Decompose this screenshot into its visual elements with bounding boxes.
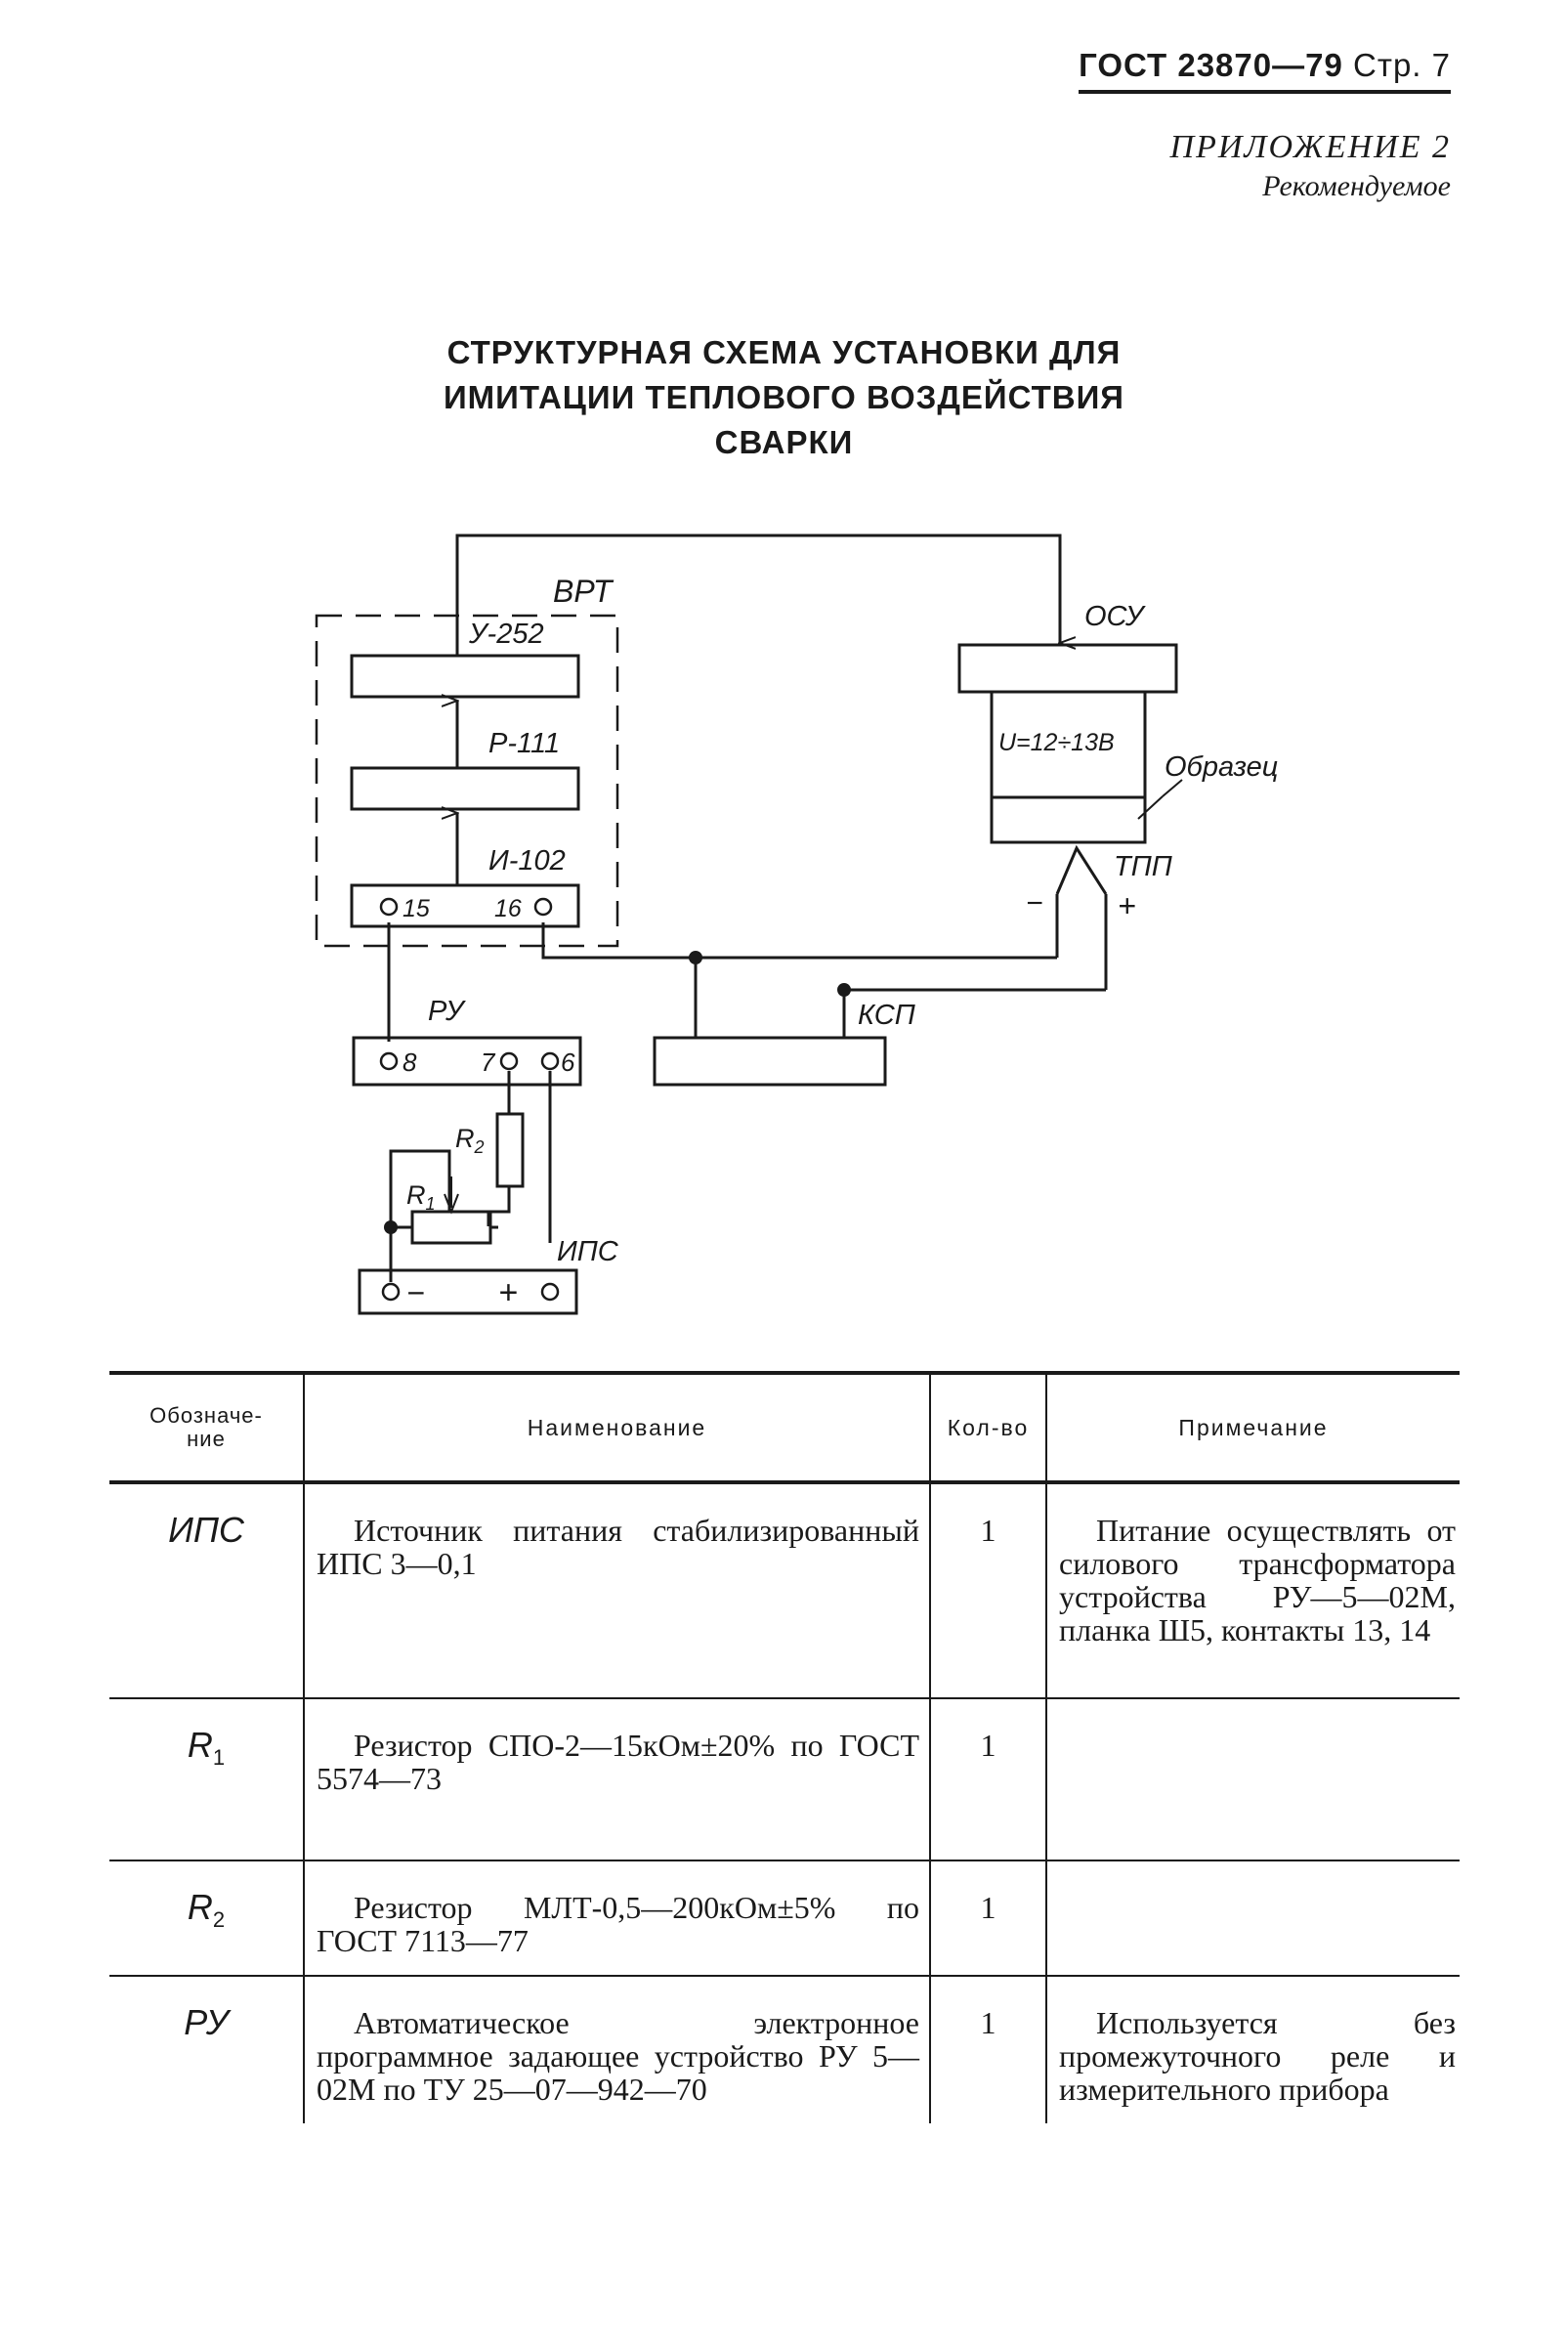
standard-number: ГОСТ 23870—79 [1079, 47, 1343, 83]
row-name: Резистор МЛТ-0,5—200кОм±5% по ГОСТ 7113—… [303, 1861, 929, 1975]
junction-dot [384, 1220, 398, 1234]
block-diagram: ВРТ У-252 Р-111 И-102 15 16 ОСУ U=12÷13В… [315, 534, 1278, 1315]
tpp-plus-label: + [1118, 888, 1136, 923]
ksp-label: КСП [858, 1000, 916, 1031]
terminal-15 [379, 897, 399, 917]
tpp-label: ТПП [1114, 851, 1173, 882]
r111-label: Р-111 [488, 728, 560, 759]
tpp-minus-label: − [1026, 887, 1043, 919]
junction-dot [837, 983, 851, 997]
u252-block [350, 654, 580, 699]
page-header: ГОСТ 23870—79 Стр. 7 [1079, 47, 1451, 94]
header-name: Наименование [303, 1375, 929, 1480]
figure-title-line-3: СВАРКИ [714, 424, 854, 460]
row-qty: 1 [929, 1699, 1045, 1860]
row-note: Питание осуществлять от силового трансфо… [1045, 1484, 1460, 1697]
r1-resistor [410, 1210, 492, 1245]
ips-label: ИПС [557, 1236, 619, 1267]
appendix-label: ПРИЛОЖЕНИЕ 2 Рекомендуемое [1170, 129, 1451, 203]
terminal-6-label: 6 [561, 1048, 575, 1077]
terminal-ips-minus [381, 1282, 401, 1302]
row-designation: ИПС [168, 1510, 244, 1550]
terminal-8 [379, 1051, 399, 1071]
row-note [1045, 1699, 1460, 1860]
row-name: Резистор СПО-2—15кОм±20% по ГОСТ 5574—73 [303, 1699, 929, 1860]
vrt-label: ВРТ [553, 574, 614, 609]
terminal-7 [499, 1051, 519, 1071]
vrt-enclosure [315, 614, 619, 948]
header-designation: Обозначе-ние [149, 1403, 263, 1451]
terminal-16-label: 16 [494, 895, 522, 922]
row-name: Автоматическое электронное программное з… [303, 1977, 929, 2123]
osu-block [957, 643, 1178, 694]
page-number: Стр. 7 [1353, 47, 1451, 83]
junction-dot [689, 951, 702, 964]
terminal-15-label: 15 [403, 895, 430, 922]
figure-title: СТРУКТУРНАЯ СХЕМА УСТАНОВКИ ДЛЯ ИМИТАЦИИ… [0, 330, 1568, 465]
r2-label: R2 [455, 1124, 485, 1157]
thermocouple-wires [1055, 844, 1108, 895]
row-designation: R1 [187, 1725, 226, 1771]
appendix-title: ПРИЛОЖЕНИЕ 2 [1169, 129, 1451, 165]
sample-label: Образец [1165, 751, 1278, 783]
r111-block [350, 766, 580, 811]
figure-title-line-1: СТРУКТУРНАЯ СХЕМА УСТАНОВКИ ДЛЯ [446, 334, 1122, 370]
ips-minus-label: − [406, 1275, 425, 1310]
r2-resistor [495, 1112, 525, 1188]
appendix-subtitle: Рекомендуемое [1262, 170, 1451, 202]
sample-block [990, 795, 1147, 844]
osu-label: ОСУ [1084, 601, 1146, 632]
ips-block [358, 1268, 578, 1315]
terminal-16 [533, 897, 553, 917]
terminal-8-label: 8 [403, 1048, 417, 1077]
row-note: Используется без промежуточного реле и и… [1045, 1977, 1460, 2123]
row-qty: 1 [929, 1484, 1045, 1697]
row-qty: 1 [929, 1861, 1045, 1975]
header-note: Примечание [1045, 1375, 1460, 1480]
table-row: ИПС Источник питания стабилизированный И… [109, 1484, 1460, 1697]
row-qty: 1 [929, 1977, 1045, 2123]
i102-block [350, 883, 580, 928]
i102-label: И-102 [488, 845, 566, 877]
figure-title-line-2: ИМИТАЦИИ ТЕПЛОВОГО ВОЗДЕЙСТВИЯ [443, 379, 1125, 415]
row-name: Источник питания стабилизированный ИПС 3… [303, 1484, 929, 1697]
r1-label: R1 [406, 1180, 436, 1214]
header-qty: Кол-во [929, 1375, 1045, 1480]
row-designation: R2 [187, 1887, 226, 1933]
table-row: R1 Резистор СПО-2—15кОм±20% по ГОСТ 5574… [109, 1699, 1460, 1860]
row-note [1045, 1861, 1460, 1975]
row-designation: РУ [184, 2002, 229, 2042]
ksp-block [653, 1036, 887, 1087]
ru-label: РУ [428, 996, 466, 1027]
table-row: R2 Резистор МЛТ-0,5—200кОм±5% по ГОСТ 71… [109, 1861, 1460, 1975]
terminal-7-label: 7 [481, 1048, 496, 1077]
components-table: Обозначе-ние Наименование Кол-во Примеча… [109, 1371, 1460, 2123]
table-row: РУ Автоматическое электронное программно… [109, 1977, 1460, 2123]
terminal-ips-plus [540, 1282, 560, 1302]
voltage-label: U=12÷13В [998, 729, 1115, 756]
ips-plus-label: + [498, 1274, 518, 1311]
ru-block [352, 1036, 582, 1087]
terminal-6 [540, 1051, 560, 1071]
table-header-row: Обозначе-ние Наименование Кол-во Примеча… [109, 1375, 1460, 1480]
u252-label: У-252 [468, 619, 544, 650]
